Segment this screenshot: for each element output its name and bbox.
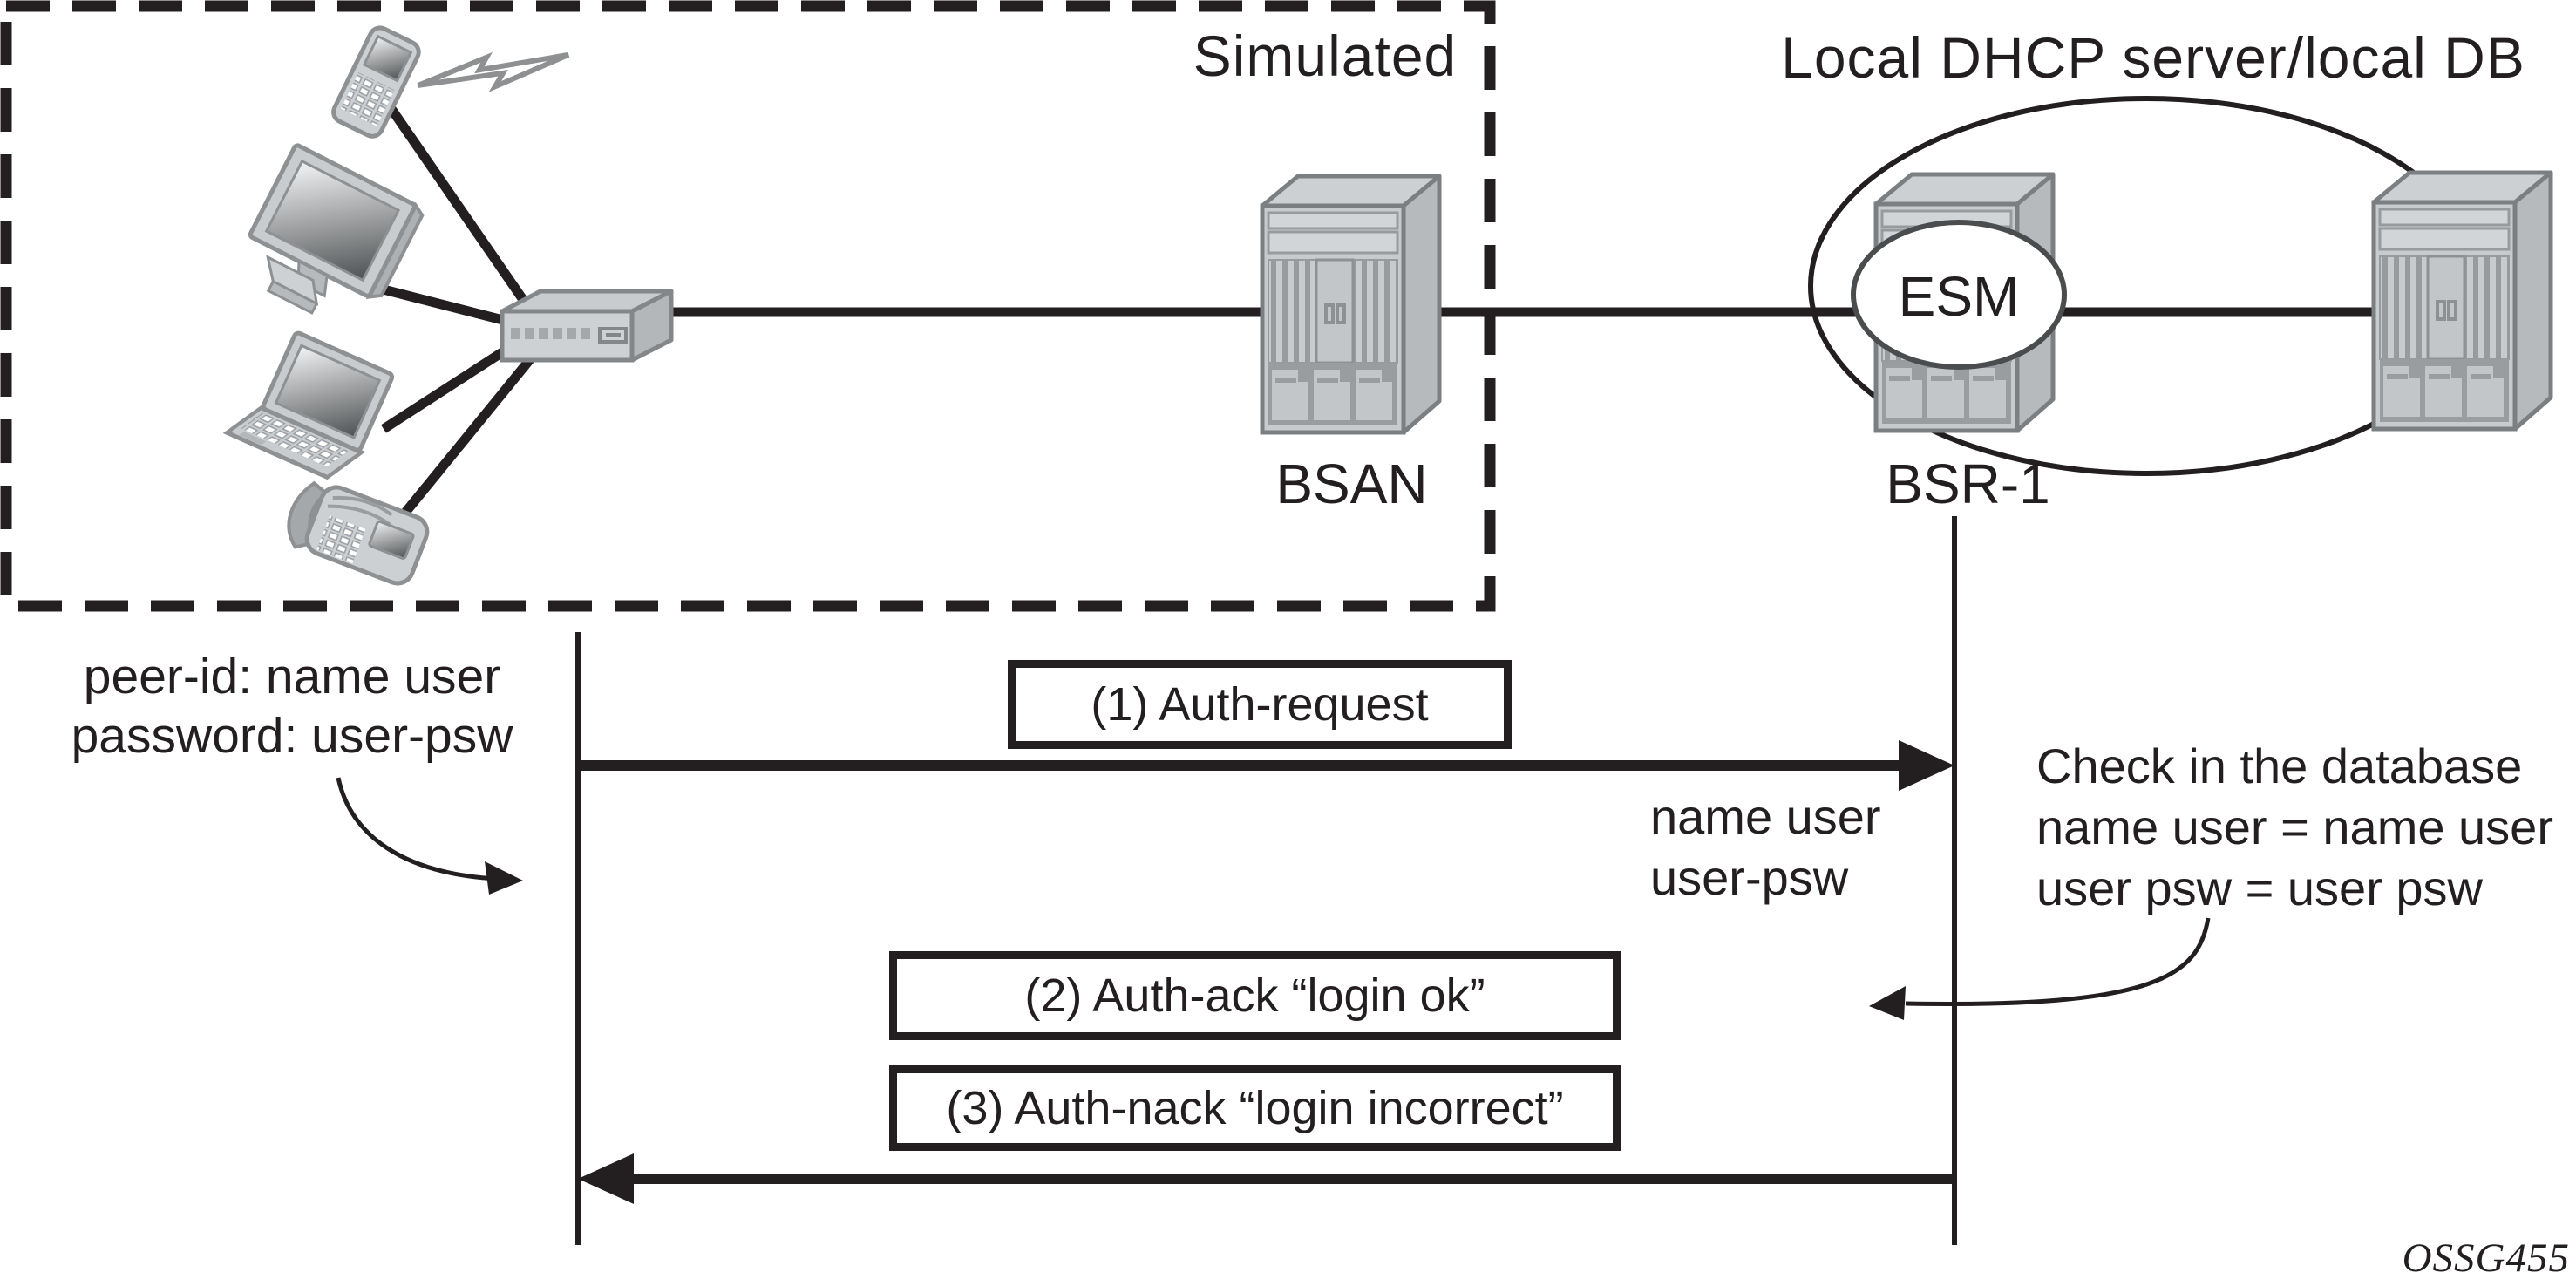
db-check-note: Check in the database name user = name u… xyxy=(2036,736,2553,919)
desktop-computer-icon xyxy=(248,143,425,315)
bsr1-label: BSR-1 xyxy=(1886,452,2050,515)
esm-label: ESM xyxy=(1898,265,2020,328)
auth-request-arrow xyxy=(578,740,1954,791)
request-param-line2: user-psw xyxy=(1650,850,1849,905)
db-check-line2: name user = name user xyxy=(2036,799,2553,854)
db-check-line1: Check in the database xyxy=(2036,738,2523,793)
request-param-line1: name user xyxy=(1650,789,1881,844)
ethernet-switch-icon xyxy=(500,289,674,363)
simulated-boundary xyxy=(0,0,1496,612)
auth-request-box: (1) Auth-request xyxy=(1008,660,1512,749)
desk-phone-icon xyxy=(287,480,430,586)
bsan-chassis-icon xyxy=(1262,176,1439,432)
db-check-line3: user psw = user psw xyxy=(2036,861,2483,915)
credentials-pointer-arrow xyxy=(336,777,523,895)
laptop-icon xyxy=(222,330,395,480)
db-check-pointer-arrow xyxy=(1869,917,2211,1020)
dhcp-title: Local DHCP server/local DB xyxy=(1781,25,2525,90)
auth-nack-box: (3) Auth-nack “login incorrect” xyxy=(889,1065,1621,1151)
simulated-label: Simulated xyxy=(1193,24,1458,88)
auth-ack-text: (2) Auth-ack “login ok” xyxy=(1024,970,1485,1022)
bsan-label: BSAN xyxy=(1275,452,1428,515)
auth-request-text: (1) Auth-request xyxy=(1091,678,1429,731)
db-server-chassis-icon xyxy=(2374,173,2551,429)
credentials-note: peer-id: name user password: user-psw xyxy=(26,647,558,765)
request-params-note: name user user-psw xyxy=(1650,786,1881,908)
credentials-line1: peer-id: name user xyxy=(83,649,501,704)
mobile-phone-icon xyxy=(331,25,421,139)
auth-ack-box: (2) Auth-ack “login ok” xyxy=(889,951,1621,1040)
auth-reply-arrow xyxy=(578,1153,1954,1204)
esm-oval xyxy=(1851,220,2067,370)
wireless-flash-icon xyxy=(417,51,570,92)
credentials-line2: password: user-psw xyxy=(71,708,513,764)
figure-code: OSSG455 xyxy=(2402,1235,2570,1281)
auth-nack-text: (3) Auth-nack “login incorrect” xyxy=(946,1082,1564,1134)
